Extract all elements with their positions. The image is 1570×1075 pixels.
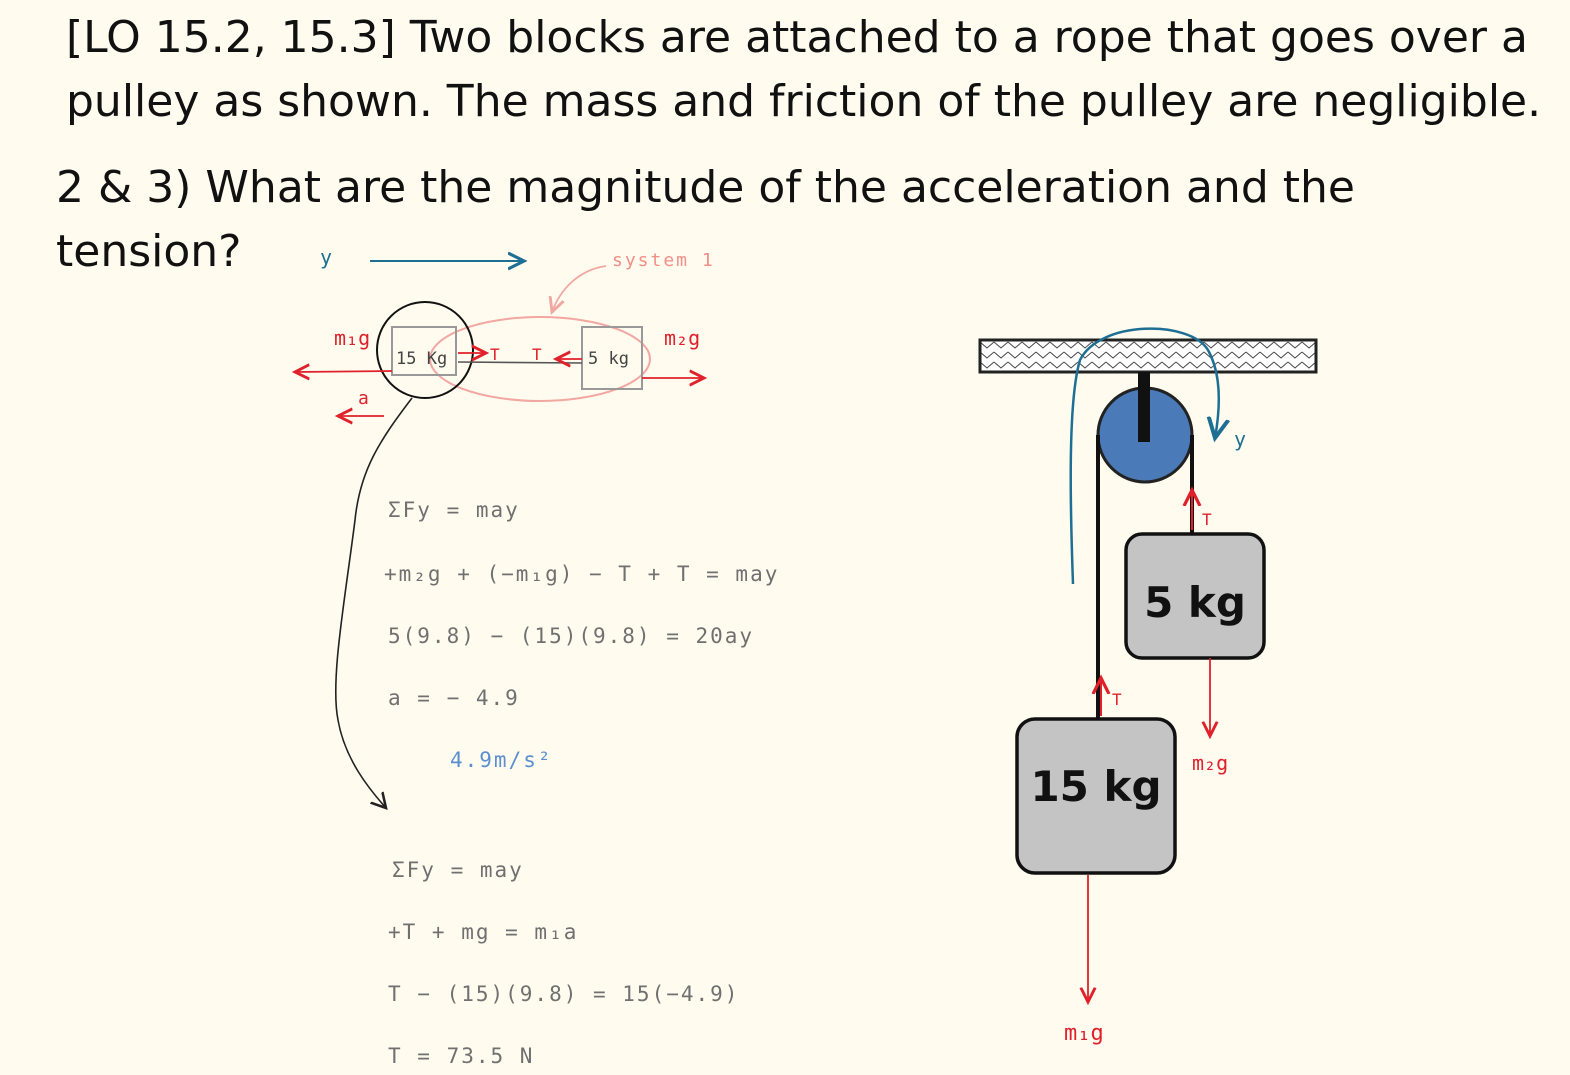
right-force-label: m₂g bbox=[664, 326, 700, 350]
left-force-label: m₁g bbox=[334, 326, 370, 350]
pulley-axis-arrow bbox=[1069, 327, 1219, 585]
block-small-label: 5 kg bbox=[1144, 578, 1246, 627]
pulley-axle bbox=[1138, 380, 1150, 442]
block2-box bbox=[581, 326, 643, 390]
question-line-2: pulley as shown. The mass and friction o… bbox=[66, 76, 1542, 127]
question-line-3: 2 & 3) What are the magnitude of the acc… bbox=[56, 162, 1355, 213]
question-line-4: tension? bbox=[56, 226, 242, 277]
block-large-label: 15 kg bbox=[1030, 762, 1161, 811]
tension-left-label: T bbox=[490, 345, 500, 364]
block-small bbox=[1124, 532, 1266, 660]
eq-accel-result: a = − 4.9 bbox=[388, 686, 520, 710]
system-pointer-arrow bbox=[552, 265, 607, 312]
tension-small-label: T bbox=[1202, 510, 1212, 529]
pulley-diagram: y 5 kg 15 kg T T m₂g m₁g bbox=[978, 327, 1318, 1046]
weight-small-label: m₂g bbox=[1192, 751, 1228, 775]
tension-right-label: T bbox=[532, 345, 542, 364]
eq-substituted-1: 5(9.8) − (15)(9.8) = 20ay bbox=[388, 624, 755, 648]
weight-large-label: m₁g bbox=[1064, 1021, 1104, 1046]
answer-tension: T = 73.5 N bbox=[388, 1044, 535, 1068]
block-large bbox=[1015, 717, 1177, 875]
fbd-axis-label: y bbox=[320, 245, 332, 269]
system-ellipse bbox=[429, 316, 651, 402]
block2-label: 5 kg bbox=[588, 349, 629, 369]
tension-large-label: T bbox=[1112, 690, 1122, 709]
block1-box bbox=[391, 326, 457, 376]
answer-acceleration: 4.9m/s² bbox=[450, 748, 553, 772]
eq-substituted-2: T − (15)(9.8) = 15(−4.9) bbox=[388, 982, 740, 1006]
system-label: system 1 bbox=[612, 250, 715, 271]
flow-arrow bbox=[334, 397, 413, 808]
fbd-rope bbox=[457, 361, 583, 364]
eq-sum-forces-2: ΣFy = may bbox=[392, 858, 524, 882]
eq-sum-forces-1: ΣFy = may bbox=[388, 498, 520, 522]
ceiling bbox=[978, 338, 1318, 374]
question-line-1: [LO 15.2, 15.3] Two blocks are attached … bbox=[66, 12, 1528, 63]
free-body-diagram: y system 1 15 Kg 5 kg T T m₁g m₂g a bbox=[295, 245, 715, 808]
block1-label: 15 Kg bbox=[396, 349, 447, 369]
eq-expanded-1: +m₂g + (−m₁g) − T + T = may bbox=[384, 562, 780, 586]
pulley-axis-label: y bbox=[1234, 427, 1246, 451]
eq-expanded-2: +T + mg = m₁a bbox=[388, 920, 579, 944]
left-force-arrow bbox=[295, 371, 393, 372]
accel-label: a bbox=[358, 388, 369, 409]
